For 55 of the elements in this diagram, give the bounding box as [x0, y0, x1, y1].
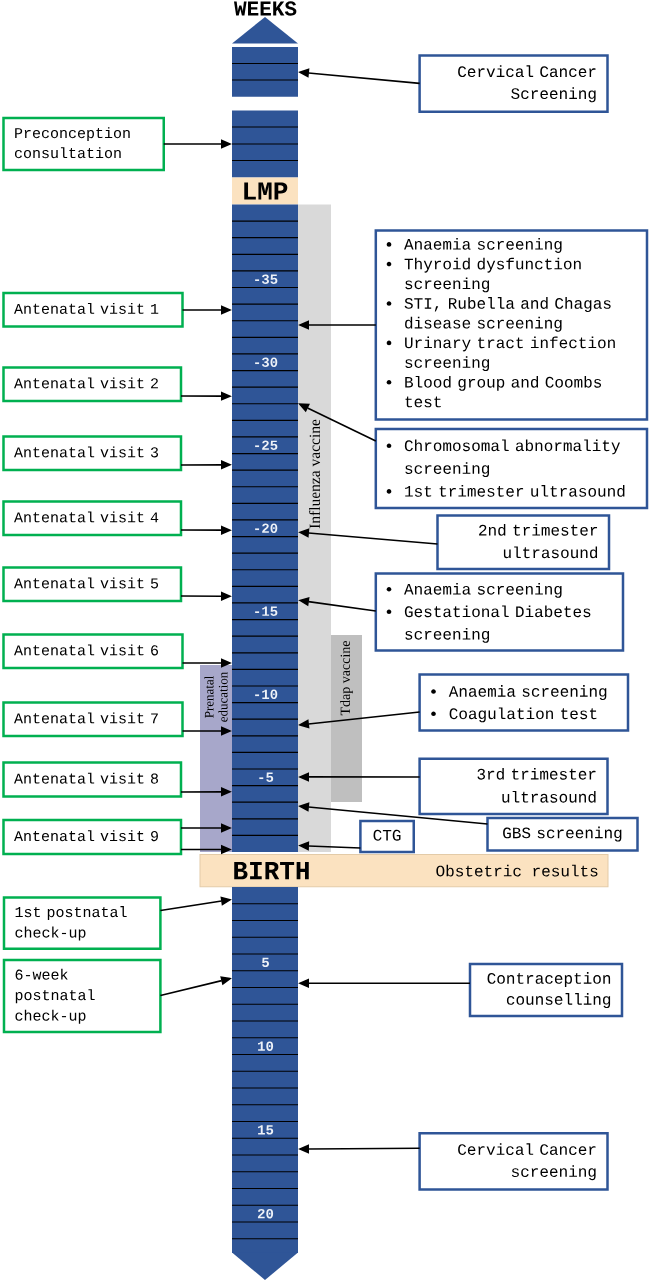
screening-box — [374, 427, 649, 510]
visit-box: 6-week postnatal check-up — [2, 958, 162, 1034]
list-item: STI, Rubella and Chagas disease screening — [404, 297, 611, 332]
screening-box — [418, 673, 630, 732]
week-number: 15 — [258, 1125, 274, 1135]
screening-box: GBS screening — [486, 816, 639, 852]
list-item: Chromosomal abnormality screening — [404, 439, 620, 478]
timeline-bar — [231, 204, 299, 852]
timeline-bar — [231, 47, 299, 97]
week-number: -15 — [255, 606, 278, 616]
visit-box: Antenatal visit 7 — [2, 701, 184, 738]
screening-box: 2nd trimester ultrasound — [436, 514, 611, 571]
visit-box: Preconception consultation — [2, 116, 165, 172]
week-number: -5 — [259, 772, 274, 782]
visit-box: Antenatal visit 6 — [2, 633, 184, 670]
list-item: Anaemia screening — [404, 238, 562, 253]
screening-box: Cervical Cancer screening — [418, 1132, 609, 1191]
week-number: 5 — [262, 957, 269, 968]
axis-title: WEEKS — [234, 1, 297, 16]
week-number: -35 — [255, 274, 278, 284]
week-number: -20 — [255, 523, 278, 533]
visit-box: Antenatal visit 8 — [2, 761, 183, 798]
list-item: Anaemia screening — [448, 685, 607, 700]
week-number: 10 — [258, 1041, 274, 1051]
visit-box: Antenatal visit 4 — [2, 500, 183, 537]
screening-box — [374, 229, 649, 421]
screening-box: Contraception counselling — [468, 962, 624, 1018]
list-item: Urinary tract infection screening — [405, 336, 615, 372]
screening-box: Cervical Cancer Screening — [418, 54, 609, 113]
milestone-box: LMP — [232, 177, 298, 205]
visit-box: Antenatal visit 3 — [2, 435, 183, 472]
timeline-bar — [231, 110, 299, 178]
band-note: Obstetric results — [436, 864, 598, 877]
milestone-label: BIRTH — [234, 862, 309, 880]
list-item: Anaemia screening — [404, 582, 562, 598]
week-number: -25 — [255, 440, 278, 450]
week-number: 20 — [257, 1208, 274, 1219]
list-item: Blood group and Coombs test — [405, 375, 602, 408]
milestone-band — [199, 854, 609, 888]
visit-box: Antenatal visit 2 — [2, 366, 183, 403]
visit-box: Antenatal visit 5 — [2, 566, 183, 603]
band-label: Prenatal education — [204, 671, 228, 722]
timeline-bar — [231, 887, 299, 1280]
week-number: -10 — [255, 689, 278, 700]
week-number: -30 — [255, 357, 278, 367]
list-item: 1st trimester ultrasound — [405, 485, 625, 497]
list-item: Thyroid dysfunction screening — [404, 257, 581, 293]
list-item: Coagulation test — [449, 707, 597, 723]
visit-box: 1st postnatal check-up — [2, 896, 162, 950]
visit-box: Antenatal visit 9 — [2, 818, 183, 856]
screening-box: CTG — [359, 819, 415, 854]
band-label: Tdap vaccine — [340, 641, 353, 716]
visit-box: Antenatal visit 1 — [2, 291, 184, 328]
list-item: Gestational Diabetes screening — [404, 605, 591, 643]
band-label: Influenza vaccine — [308, 419, 321, 529]
